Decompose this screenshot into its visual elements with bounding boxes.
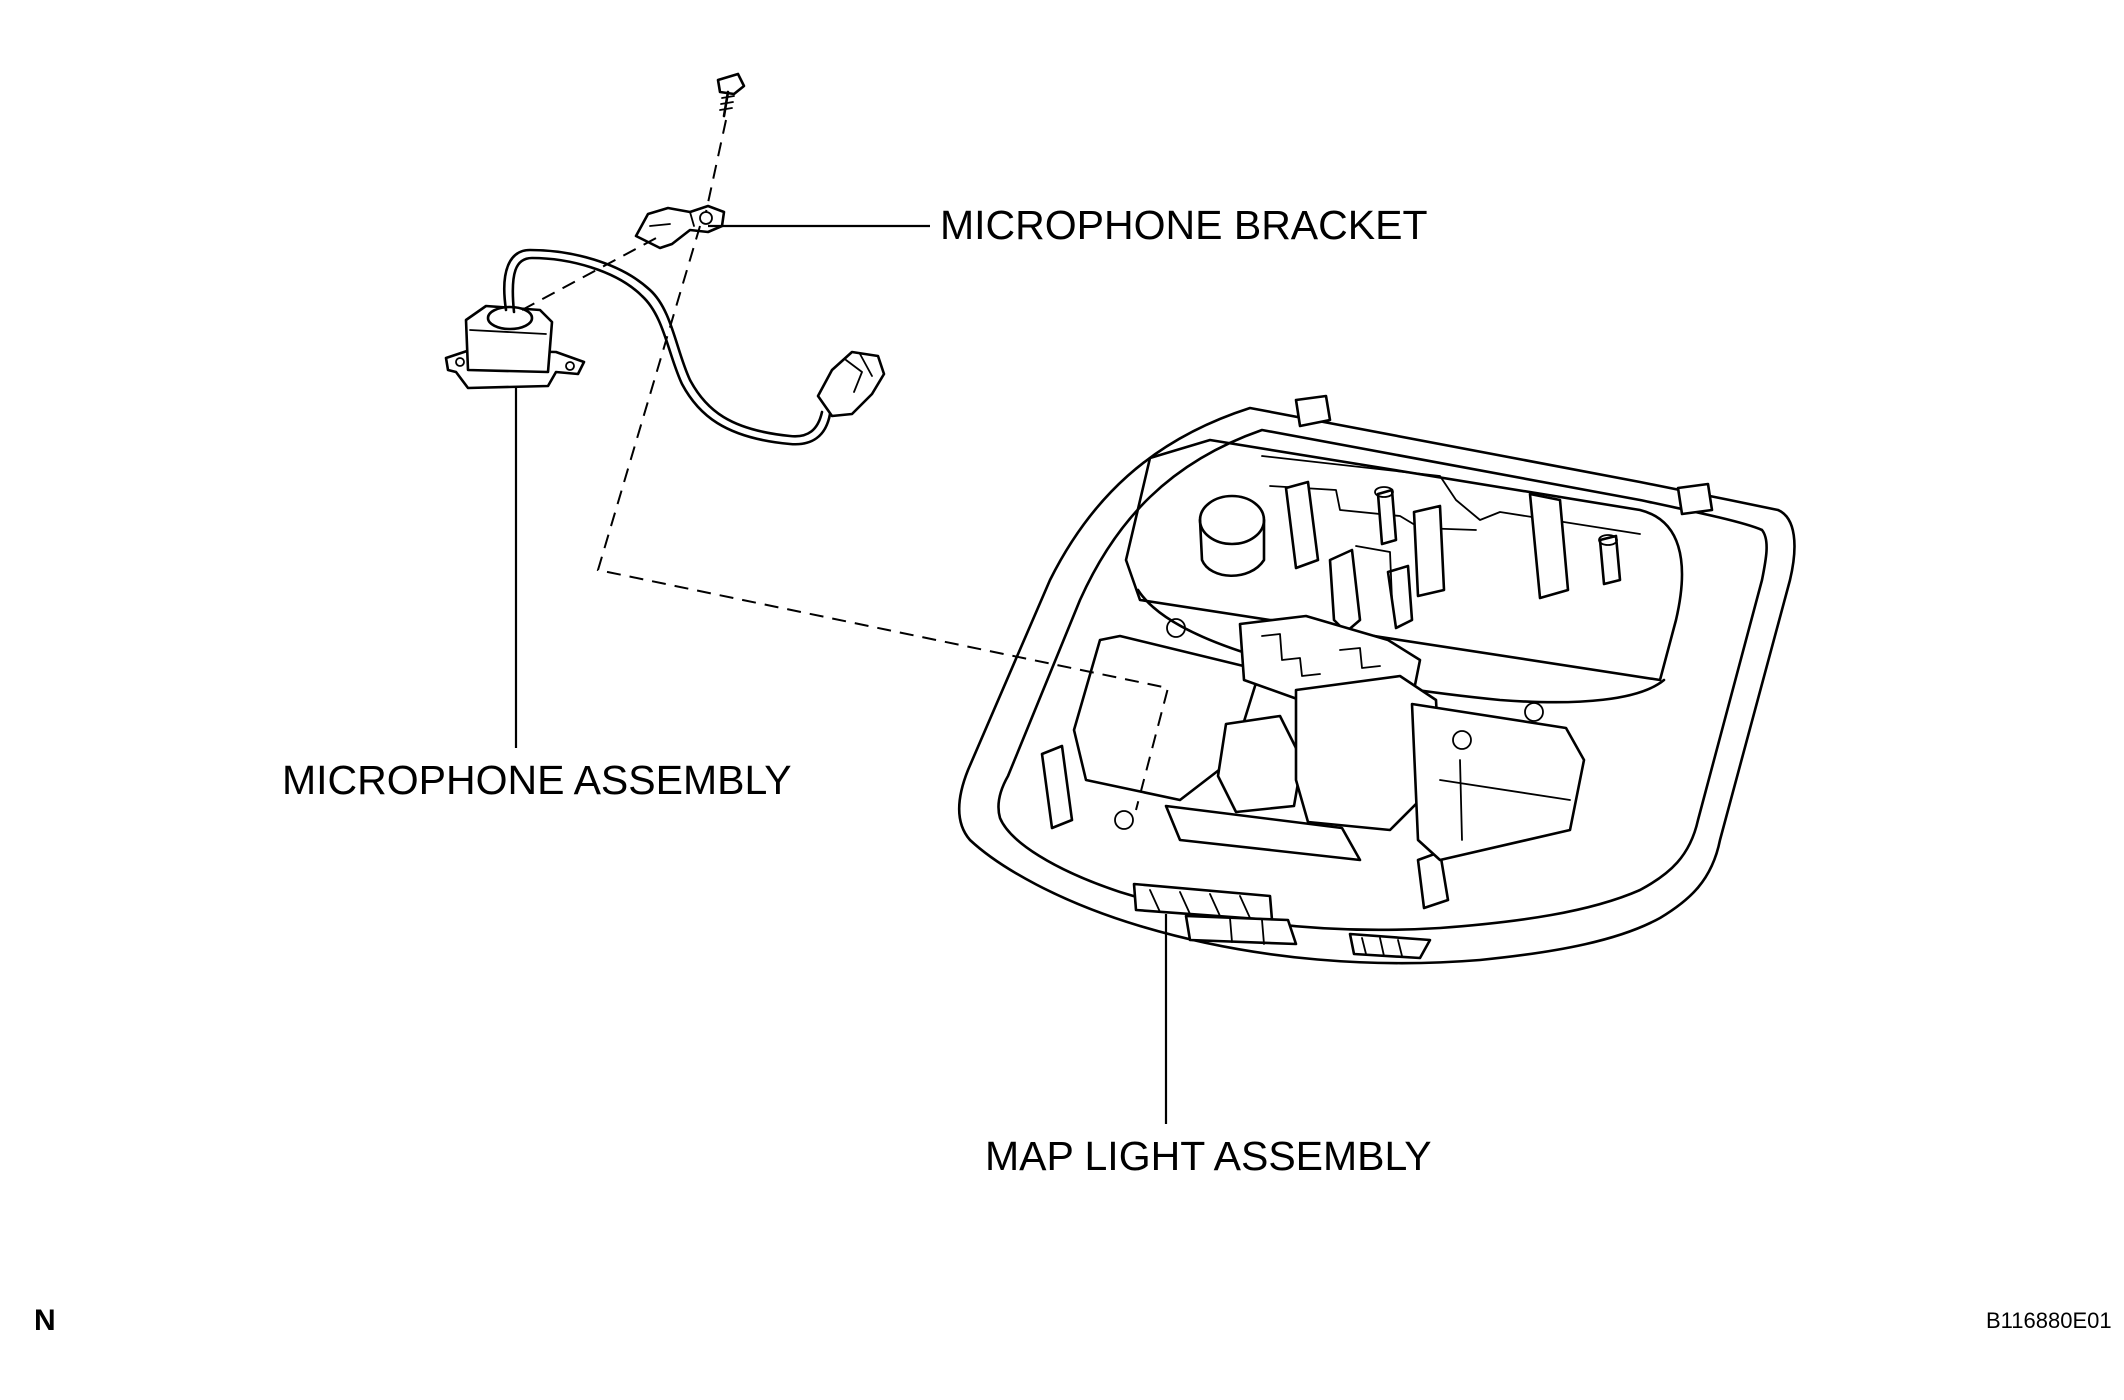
figure-code: B116880E01 [1986,1308,2112,1333]
label-microphone-bracket: MICROPHONE BRACKET [940,202,1428,248]
view-marker: N [34,1304,56,1337]
assembly-guide-lines [521,119,1170,811]
microphone-bracket [634,204,726,250]
map-light-assembly [957,394,1796,965]
leader-lines [514,224,1168,1124]
label-microphone-assembly: MICROPHONE ASSEMBLY [282,757,792,803]
screw [716,72,746,118]
microphone-assembly [444,248,886,446]
label-map-light-assembly: MAP LIGHT ASSEMBLY [985,1133,1432,1179]
